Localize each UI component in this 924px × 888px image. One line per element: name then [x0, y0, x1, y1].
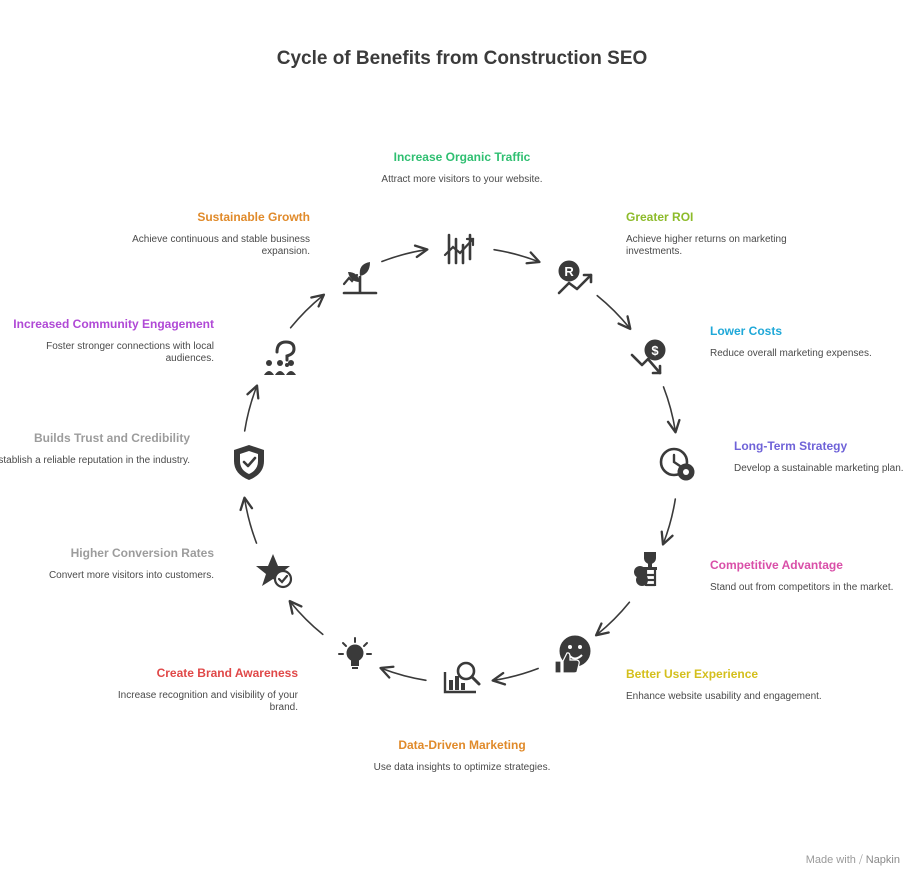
node-title: Better User Experience: [626, 667, 759, 681]
lightbulb-icon: [338, 637, 372, 669]
node-description: Develop a sustainable marketing plan.: [734, 463, 904, 474]
node-description: Reduce overall marketing expenses.: [710, 348, 872, 359]
thumbs-up-smile-icon: [554, 635, 591, 674]
watermark-brand: Napkin: [865, 854, 900, 866]
node-title: Greater ROI: [626, 210, 694, 224]
cycle-arrow: [662, 386, 681, 434]
napkin-logo-icon: ⧸: [858, 854, 863, 866]
chart-magnifier-icon: [443, 661, 481, 694]
node-description: Achieve higher returns on marketing inve…: [626, 234, 787, 257]
roi-growth-icon: R: [557, 260, 593, 295]
node-description: Stand out from competitors in the market…: [710, 582, 894, 593]
node-description: Convert more visitors into customers.: [48, 570, 214, 581]
cycle-arrow: [289, 293, 326, 329]
node-title: Higher Conversion Rates: [70, 546, 214, 560]
node-description: Increase recognition and visibility of y…: [117, 690, 298, 713]
node-title: Increased Community Engagement: [13, 317, 214, 331]
cycle-arrow: [493, 248, 541, 265]
node-description: Use data insights to optimize strategies…: [373, 762, 551, 773]
node-title: Create Brand Awareness: [156, 666, 298, 680]
cost-down-icon: $: [630, 339, 666, 375]
node-description: Establish a reliable reputation in the i…: [0, 455, 190, 466]
node-title: Increase Organic Traffic: [393, 150, 531, 164]
rising-bars-icon: [443, 233, 475, 265]
node-description: Enhance website usability and engagement…: [626, 691, 822, 702]
svg-text:R: R: [564, 264, 574, 279]
napkin-watermark[interactable]: Made with ⧸ Napkin: [806, 854, 900, 867]
node-title: Builds Trust and Credibility: [33, 431, 190, 445]
node-title: Data-Driven Marketing: [398, 738, 526, 752]
community-question-icon: [264, 340, 296, 375]
node-title: Lower Costs: [710, 324, 783, 338]
star-check-icon: [256, 554, 293, 589]
node-description: Foster stronger connections with local a…: [46, 341, 214, 364]
node-title: Sustainable Growth: [197, 210, 310, 224]
svg-text:$: $: [651, 343, 659, 358]
node-title: Competitive Advantage: [710, 558, 843, 572]
clock-gear-icon: [659, 447, 695, 481]
cycle-arrow: [381, 244, 429, 263]
cycle-arrow: [660, 498, 677, 546]
shield-check-icon: [234, 445, 264, 480]
node-description: Achieve continuous and stable business e…: [132, 234, 310, 257]
cycle-arrow: [491, 667, 539, 686]
watermark-prefix: Made with: [805, 854, 856, 866]
node-description: Attract more visitors to your website.: [381, 174, 543, 185]
cycle-arrow: [596, 294, 632, 331]
trophy-ladder-icon: [634, 552, 657, 587]
cycle-arrow: [379, 665, 427, 682]
diagram-title: Cycle of Benefits from Construction SEO: [276, 48, 648, 69]
sprout-growth-icon: [342, 262, 378, 295]
cycle-arrow: [288, 599, 324, 636]
cycle-arrow: [594, 601, 631, 637]
cycle-node: Greater ROI Achieve higher returns on mar…: [626, 210, 836, 258]
cycle-arrow: [243, 384, 260, 432]
node-title: Long-Term Strategy: [734, 439, 848, 453]
cycle-arrow: [239, 496, 258, 544]
